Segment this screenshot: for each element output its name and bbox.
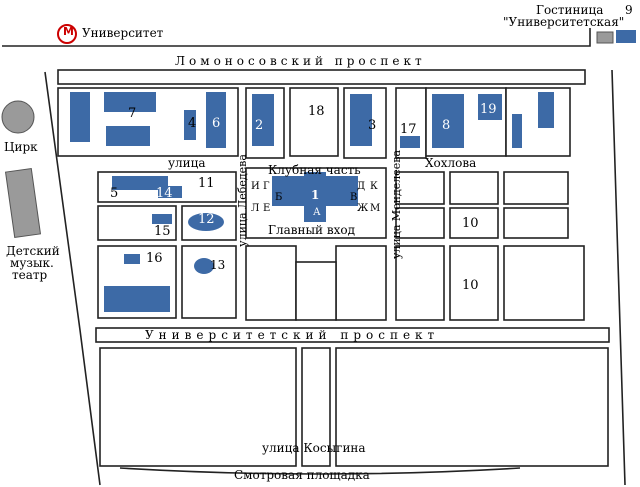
metro-label: Университет: [82, 26, 164, 40]
universitetsky-band: [95, 327, 610, 343]
street-universitetsky: Университетский проспект: [145, 328, 440, 342]
center-left: [245, 245, 297, 321]
hotel-blue-building: [616, 30, 636, 43]
bottom-mid-block: [301, 347, 331, 467]
building-12: [188, 213, 224, 231]
label-17: 17: [400, 122, 417, 137]
right-d: [395, 207, 445, 239]
building-8: [432, 94, 464, 148]
metro-icon: [57, 24, 77, 44]
viewpoint-curve: [119, 467, 521, 475]
wing-K: К: [370, 181, 378, 192]
label-10a: 10: [462, 216, 479, 231]
label-18: 18: [308, 104, 325, 119]
theatre-label-3: театр: [12, 268, 48, 282]
right-a: [395, 171, 445, 205]
right-f: [395, 245, 445, 321]
block-18-area: [289, 87, 339, 157]
wing-M: М: [370, 203, 381, 214]
bottom-right-block: [335, 347, 609, 467]
top-boundary: [2, 28, 591, 47]
street-khokhlova: Хохлова: [425, 156, 477, 170]
block-10b-area: [449, 245, 499, 321]
circus-building: [1, 100, 35, 134]
building-15: [152, 214, 172, 224]
building-19b: [512, 114, 522, 148]
hotel-line1: Гостиница: [536, 3, 604, 17]
theatre-building: [4, 167, 42, 239]
label-14: 14: [156, 186, 173, 201]
wing-I: И: [251, 181, 260, 192]
main-building-center: [304, 172, 326, 222]
building-7c: [106, 126, 150, 146]
circus-label: Цирк: [4, 140, 38, 154]
building-19c: [538, 92, 554, 128]
label-5: 5: [110, 186, 119, 201]
wing-Zh: Ж: [357, 203, 369, 214]
label-16: 16: [146, 251, 163, 266]
street-ulitsa: улица: [168, 156, 206, 170]
club-label: Клубная часть: [268, 163, 361, 177]
label-19: 19: [480, 102, 497, 117]
building-19a: [478, 94, 502, 120]
wing-A: А: [313, 207, 321, 218]
building-5: [112, 176, 168, 190]
label-15: 15: [154, 224, 171, 239]
label-11: 11: [198, 176, 215, 191]
building-16b: [104, 286, 170, 312]
label-4: 4: [188, 116, 197, 131]
lomonosovsky-band: [57, 69, 586, 85]
building-3: [350, 94, 372, 146]
label-8: 8: [442, 118, 451, 133]
label-6: 6: [212, 116, 221, 131]
metro-letter: М: [63, 25, 74, 38]
building-7: [70, 92, 90, 142]
building-13: [194, 258, 214, 274]
building-2: [252, 94, 274, 146]
label-12: 12: [198, 212, 215, 227]
wing-G: Г: [263, 181, 270, 192]
building-6: [206, 92, 226, 148]
center-mid: [295, 261, 337, 321]
street-mendeleeva: улица Менделеева: [390, 149, 404, 260]
hotel-line2: "Университетская": [503, 15, 625, 29]
right-g: [503, 245, 585, 321]
wing-L: Л: [251, 203, 260, 214]
viewpoint-label: Смотровая площадка: [234, 468, 370, 482]
left-boundary: [44, 71, 101, 486]
hotel-number: 9: [625, 3, 633, 17]
wing-E: Е: [263, 203, 271, 214]
label-7: 7: [128, 106, 137, 121]
wing-B: Б: [275, 192, 283, 203]
wing-D: Д: [357, 181, 366, 192]
main-entrance-label: Главный вход: [268, 223, 355, 237]
label-2: 2: [255, 118, 264, 133]
right-c: [503, 171, 569, 205]
right-b: [449, 171, 499, 205]
theatre-label-2: музык.: [10, 256, 54, 270]
bottom-left-block: [99, 347, 297, 467]
label-1: 1: [311, 188, 320, 202]
label-13: 13: [210, 258, 226, 272]
right-e: [503, 207, 569, 239]
building-7b: [104, 92, 156, 112]
building-17: [400, 136, 420, 148]
theatre-label-1: Детский: [6, 244, 60, 258]
center-right: [335, 245, 387, 321]
building-4: [184, 110, 196, 140]
hotel-gray-building: [596, 31, 614, 44]
building-14: [158, 186, 182, 198]
street-lebedeva: улица Лебедева: [235, 154, 249, 247]
block-13-area: [181, 245, 237, 319]
label-10b: 10: [462, 278, 479, 293]
block-12-area: [181, 205, 237, 241]
label-3: 3: [368, 118, 377, 133]
wing-V: В: [350, 192, 358, 203]
street-kosygina: улица Косыгина: [262, 441, 366, 455]
block-10a-area: [449, 207, 499, 239]
street-lomonosovsky: Ломоносовский проспект: [175, 54, 426, 68]
building-16: [124, 254, 140, 264]
right-boundary: [611, 69, 626, 486]
